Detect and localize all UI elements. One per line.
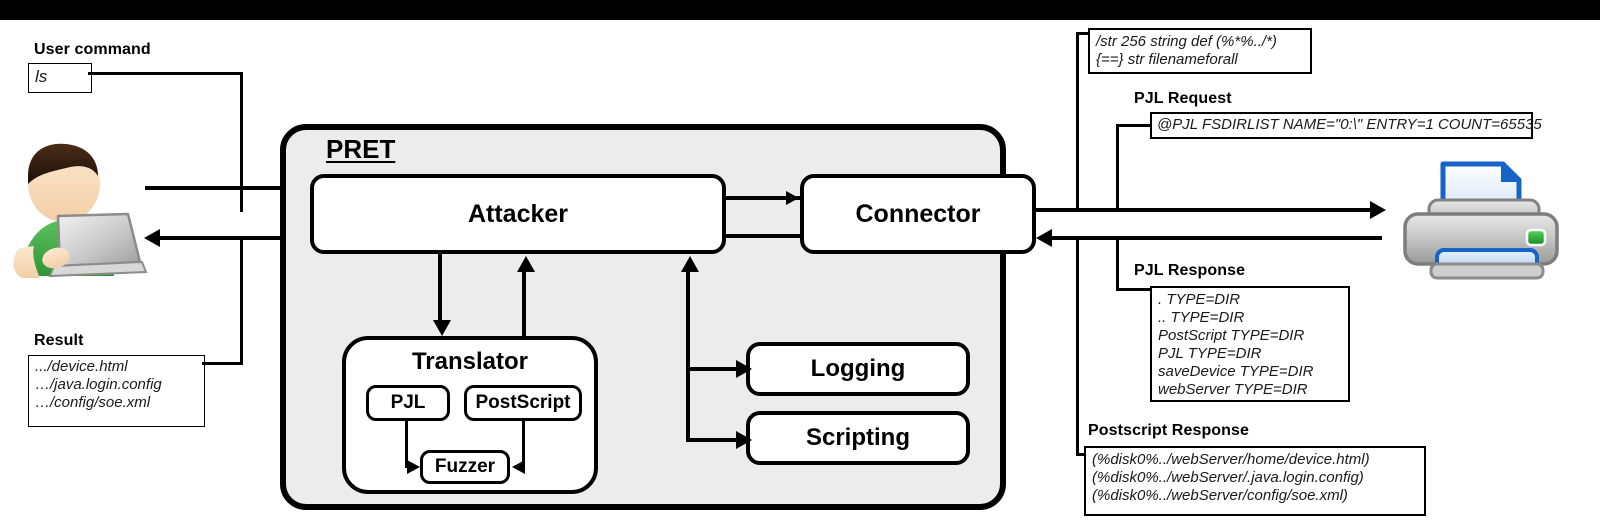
translator-label: Translator [411, 348, 529, 375]
trunk-to-logging-arrowhead [736, 360, 752, 378]
result-leader-vertical [240, 238, 243, 365]
postscript-response-box: (%disk0%../webServer/home/device.html) (… [1084, 446, 1426, 516]
pjl-response-line-3: PostScript TYPE=DIR [1158, 327, 1305, 344]
attacker-to-translator-line [438, 254, 442, 326]
printer-to-connector-line [1052, 236, 1382, 240]
attacker-logging-trunk-arrowhead [681, 256, 699, 272]
pjl-to-fuzzer-vertical [405, 421, 408, 467]
attacker-to-connector-arrowhead [786, 191, 799, 205]
result-leader-horizontal [202, 362, 243, 365]
pjl-response-leader-horizontal [1116, 288, 1152, 291]
postscript-request-box: /str 256 string def (%*%../*) {==} str f… [1088, 28, 1312, 74]
pjl-request-leader-horizontal [1116, 124, 1152, 127]
pjl-response-line-5: saveDevice TYPE=DIR [1158, 363, 1314, 380]
pjl-response-line-1: . TYPE=DIR [1158, 291, 1241, 308]
pjl-to-fuzzer-arrowhead [407, 460, 420, 474]
pjl-response-box: . TYPE=DIR .. TYPE=DIR PostScript TYPE=D… [1150, 286, 1350, 402]
connector-to-printer-arrowhead [1370, 201, 1386, 219]
fuzzer-node[interactable]: Fuzzer [420, 450, 510, 484]
ps-request-line-1: /str 256 string def (%*%../*) [1096, 33, 1277, 50]
pjl-request-box: @PJL FSDIRLIST NAME="0:\" ENTRY=1 COUNT=… [1150, 112, 1542, 139]
result-line-2: …/java.login.config [35, 376, 162, 393]
attacker-node[interactable]: Attacker [310, 174, 726, 254]
printer-icon [1385, 160, 1570, 280]
postscript-to-fuzzer-arrowhead [512, 460, 525, 474]
trunk-to-scripting-line [686, 438, 748, 442]
connector-to-attacker-line [722, 234, 804, 238]
translator-to-attacker-arrowhead [517, 256, 535, 272]
user-command-leader-horizontal [88, 72, 243, 75]
result-box: .../device.html …/java.login.config …/co… [28, 355, 205, 427]
top-black-bar [0, 0, 1600, 20]
attacker-to-translator-arrowhead [433, 320, 451, 336]
ps-response-leader-vertical [1076, 237, 1079, 455]
ps-response-line-3: (%disk0%../webServer/config/soe.xml) [1092, 487, 1348, 504]
ps-response-line-1: (%disk0%../webServer/home/device.html) [1092, 451, 1370, 468]
postscript-to-fuzzer-vertical [522, 421, 525, 467]
ps-response-line-2: (%disk0%../webServer/.java.login.config) [1092, 469, 1364, 486]
pjl-response-line-4: PJL TYPE=DIR [1158, 345, 1262, 362]
pjl-request-leader-vertical [1116, 124, 1119, 210]
result-line-3: …/config/soe.xml [35, 394, 151, 411]
pjl-request-line-1: @PJL FSDIRLIST NAME="0:\" ENTRY=1 COUNT=… [1157, 116, 1542, 133]
result-line-1: .../device.html [35, 358, 128, 375]
result-label: Result [34, 332, 84, 349]
connector-to-printer-line [1036, 208, 1381, 212]
postscript-response-label: Postscript Response [1088, 422, 1250, 439]
translator-to-attacker-line [522, 270, 526, 336]
pret-title: PRET [326, 134, 396, 164]
attacker-to-user-arrowhead [144, 229, 160, 247]
attacker-to-connector-line [722, 196, 802, 200]
user-to-attacker-line [145, 186, 300, 190]
pjl-node[interactable]: PJL [366, 385, 450, 421]
trunk-to-logging-line [686, 367, 748, 371]
user-command-label: User command [34, 41, 151, 58]
pjl-request-label: PJL Request [1134, 90, 1232, 107]
user-command-leader-vertical [240, 72, 243, 212]
connector-node[interactable]: Connector [800, 174, 1036, 254]
logging-node[interactable]: Logging [746, 342, 970, 396]
user-with-laptop-icon [0, 128, 150, 278]
postscript-node[interactable]: PostScript [464, 385, 582, 421]
pjl-response-leader-vertical [1116, 237, 1119, 290]
scripting-node[interactable]: Scripting [746, 411, 970, 465]
ps-request-line-2: {==} str filenameforall [1096, 51, 1238, 68]
user-command-value-box: ls [28, 63, 92, 93]
printer-to-connector-arrowhead [1036, 229, 1052, 247]
attacker-to-user-line [160, 236, 310, 240]
pjl-response-line-2: .. TYPE=DIR [1158, 309, 1245, 326]
pjl-response-label: PJL Response [1134, 262, 1246, 279]
pjl-response-line-6: webServer TYPE=DIR [1158, 381, 1308, 398]
attacker-logging-trunk [686, 272, 690, 442]
ps-request-leader-vertical [1076, 32, 1079, 209]
trunk-to-scripting-arrowhead [736, 431, 752, 449]
